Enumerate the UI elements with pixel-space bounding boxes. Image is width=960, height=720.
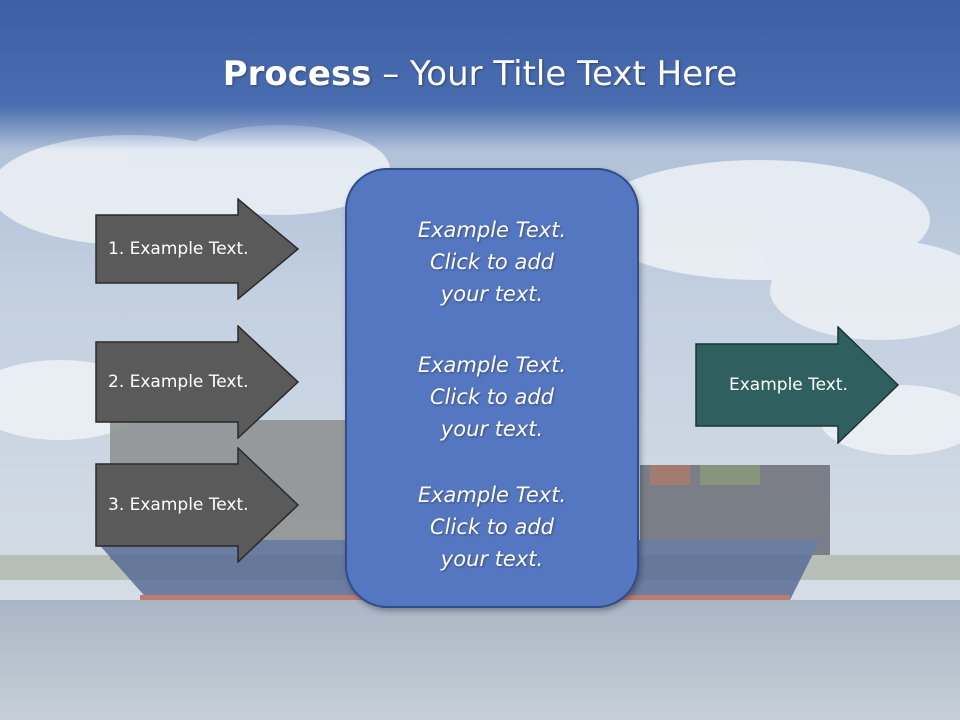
center-block-3: Example Text. Click to add your text. (347, 479, 637, 575)
center-block-2-line-2: Click to add (429, 385, 554, 409)
left-arrow-1[interactable]: 1. Example Text. (95, 198, 300, 300)
arrow-shape (95, 325, 300, 439)
title-rest: – Your Title Text Here (371, 54, 738, 94)
title-bold: Process (222, 54, 372, 94)
left-arrow-3-label: 3. Example Text. (108, 495, 249, 515)
center-block-1: Example Text. Click to add your text. (347, 214, 637, 310)
center-block-1-line-3: your text. (440, 282, 544, 306)
arrow-shape (695, 326, 900, 444)
title-band (0, 0, 960, 150)
center-block-2-line-1: Example Text. (417, 353, 567, 377)
center-block-3-line-2: Click to add (429, 515, 554, 539)
right-arrow[interactable]: Example Text. (695, 326, 900, 444)
center-block-2: Example Text. Click to add your text. (347, 349, 637, 445)
center-block-3-line-1: Example Text. (417, 483, 567, 507)
left-arrow-3[interactable]: 3. Example Text. (95, 447, 300, 563)
left-arrow-2[interactable]: 2. Example Text. (95, 325, 300, 439)
slide-title[interactable]: Process – Your Title Text Here (0, 50, 960, 98)
arrow-shape (95, 198, 300, 300)
center-block-1-line-2: Click to add (429, 250, 554, 274)
center-block-2-line-3: your text. (440, 417, 544, 441)
left-arrow-1-label: 1. Example Text. (108, 239, 249, 259)
arrow-shape (95, 447, 300, 563)
center-block-1-line-1: Example Text. (417, 218, 567, 242)
center-block-3-line-3: your text. (440, 547, 544, 571)
left-arrow-2-label: 2. Example Text. (108, 372, 249, 392)
center-text-box[interactable]: Example Text. Click to add your text. Ex… (345, 168, 639, 608)
right-arrow-label: Example Text. (729, 375, 848, 395)
